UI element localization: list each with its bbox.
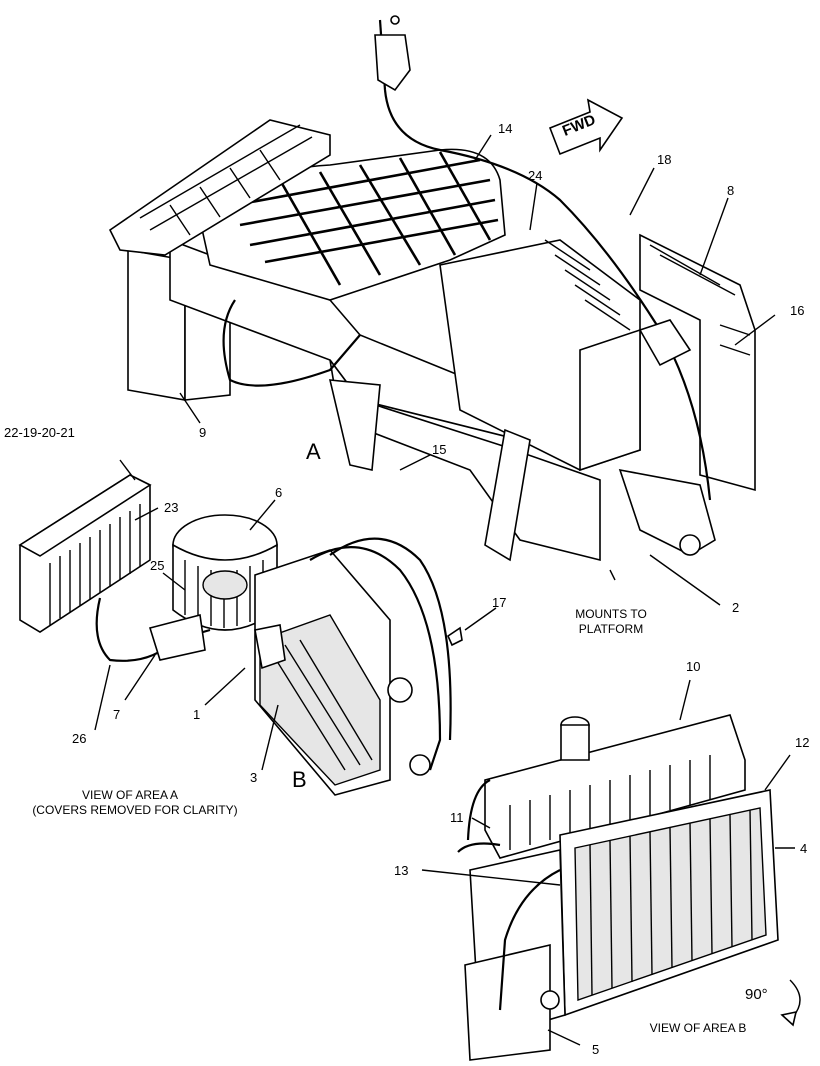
callout-13: 13 xyxy=(394,863,409,878)
callout-4: 4 xyxy=(800,841,808,856)
callout-16: 16 xyxy=(790,303,805,318)
callout-26: 26 xyxy=(72,731,87,746)
callout-7: 7 xyxy=(113,707,121,722)
mounts-note-line2: PLATFORM xyxy=(578,622,644,636)
callout-11: 11 xyxy=(450,810,464,825)
callout-2: 2 xyxy=(732,600,740,615)
hvac-housing xyxy=(108,15,756,562)
screw xyxy=(446,626,463,647)
callout-15: 15 xyxy=(432,442,447,457)
callout-9: 9 xyxy=(199,425,207,440)
area-b-label: B xyxy=(292,767,307,792)
view-a-caption-line2: (COVERS REMOVED FOR CLARITY) xyxy=(32,803,238,817)
callout-12: 12 xyxy=(795,735,810,750)
evaporator-assembly xyxy=(457,714,801,1061)
leader-lines xyxy=(94,134,795,1046)
callout-6: 6 xyxy=(275,485,283,500)
callout-10: 10 xyxy=(686,659,701,674)
blower-fan xyxy=(172,514,278,631)
callout-22-19-20-21: 22-19-20-21 xyxy=(4,425,75,440)
callout-5: 5 xyxy=(592,1042,600,1057)
callout-14: 14 xyxy=(498,121,513,136)
callout-8: 8 xyxy=(727,183,735,198)
rotation-90-label: 90° xyxy=(745,986,768,1003)
callout-3: 3 xyxy=(250,770,258,785)
area-a-label: A xyxy=(306,439,321,464)
view-b-caption: VIEW OF AREA B xyxy=(649,1021,747,1035)
callout-25: 25 xyxy=(150,558,165,573)
callout-18: 18 xyxy=(657,152,672,167)
callout-1: 1 xyxy=(193,707,201,722)
callout-23: 23 xyxy=(164,500,179,515)
air-filter xyxy=(18,474,152,633)
view-a-caption-line1: VIEW OF AREA A xyxy=(81,788,179,802)
heater-core xyxy=(95,537,452,796)
callout-17: 17 xyxy=(492,595,507,610)
mounts-note-line1: MOUNTS TO xyxy=(575,607,647,621)
callout-24: 24 xyxy=(528,168,543,183)
fwd-arrow xyxy=(548,98,624,156)
